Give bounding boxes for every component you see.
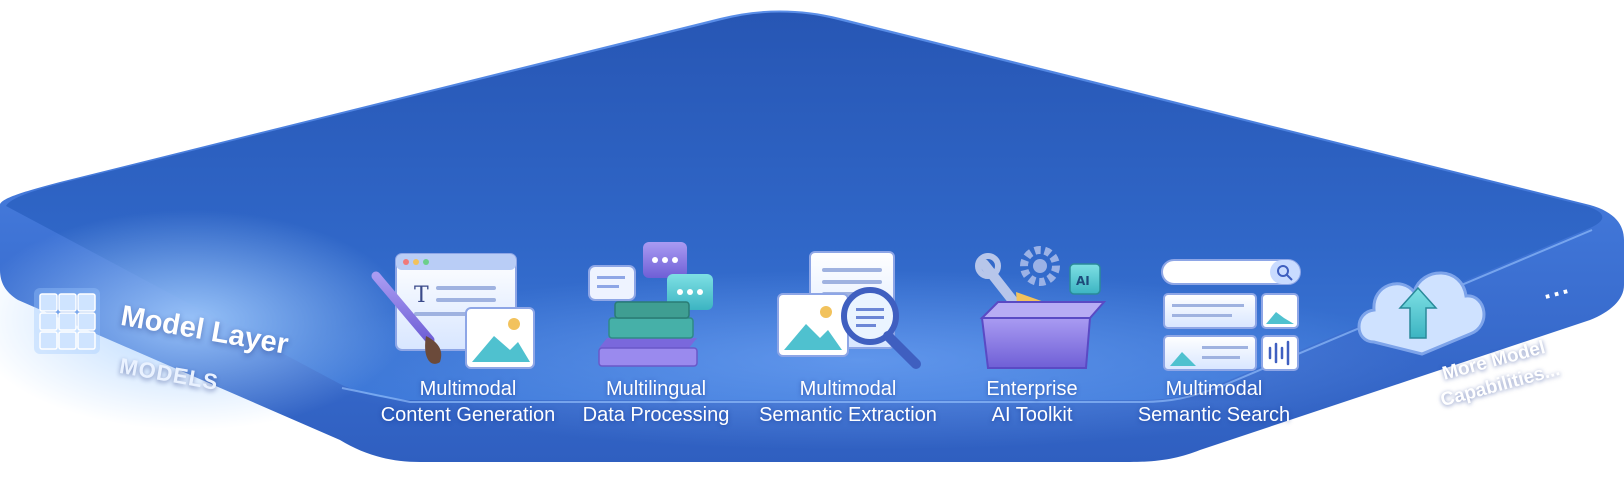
semantic-extraction-icon <box>777 251 921 369</box>
left-glow <box>0 210 410 430</box>
module-caption-content-generation: Multimodal Content Generation <box>348 376 588 428</box>
semantic-search-icon <box>1161 259 1301 371</box>
data-processing-icon <box>588 242 713 367</box>
cube-grid-icon <box>34 288 100 354</box>
module-caption-line1: Multimodal <box>419 378 517 400</box>
module-caption-line2: Semantic Extraction <box>759 404 937 426</box>
module-caption-semantic-extraction: Multimodal Semantic Extraction <box>728 376 968 428</box>
module-caption-line1: Multimodal <box>799 378 897 400</box>
module-caption-data-processing: Multilingual Data Processing <box>536 376 776 428</box>
center-glow <box>300 270 1420 450</box>
module-caption-line2: Data Processing <box>582 404 730 426</box>
svg-text:AI: AI <box>1076 274 1090 288</box>
svg-text:T: T <box>414 283 429 308</box>
content-generation-icon: T <box>371 253 535 369</box>
module-caption-line2: AI Toolkit <box>991 404 1073 426</box>
ai-toolkit-icon: AI <box>975 246 1107 369</box>
rim-highlight <box>341 229 1593 403</box>
module-caption-line2: Content Generation <box>380 404 556 426</box>
module-caption-line2: Semantic Search <box>1137 404 1291 426</box>
module-caption-line1: Enterprise <box>986 378 1078 400</box>
module-caption-ai-toolkit: Enterprise AI Toolkit <box>912 376 1152 428</box>
module-caption-line1: Multilingual <box>605 378 707 400</box>
cloud-upload-icon <box>1357 271 1486 356</box>
module-caption-line1: Multimodal <box>1165 378 1263 400</box>
module-caption-semantic-search: Multimodal Semantic Search <box>1094 376 1334 428</box>
